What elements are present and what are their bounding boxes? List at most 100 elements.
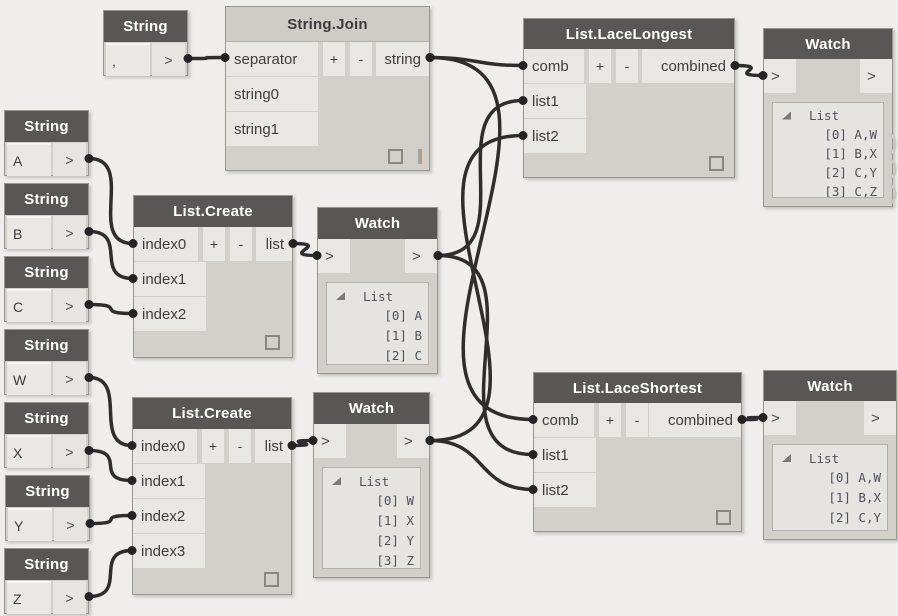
node-title[interactable]: List.LaceShortest [534, 373, 741, 403]
node-title[interactable]: String [6, 476, 89, 507]
output-port[interactable]: > [52, 289, 86, 322]
remove-input-button[interactable]: - [229, 429, 251, 463]
output-port[interactable]: > [53, 508, 87, 541]
input-port[interactable]: > [764, 59, 796, 93]
output-port[interactable]: > [405, 239, 437, 273]
add-input-button[interactable]: + [202, 429, 224, 463]
output-port[interactable]: > [397, 424, 429, 458]
wire[interactable] [436, 98, 525, 258]
input-port-list1[interactable]: list1 [524, 84, 586, 118]
input-port-list2[interactable]: list2 [524, 119, 586, 153]
expander-icon[interactable] [782, 454, 791, 462]
wire[interactable] [87, 156, 135, 246]
wire[interactable] [88, 513, 134, 526]
output-port[interactable]: > [52, 362, 86, 395]
node-title[interactable]: String [104, 11, 187, 42]
node-string-join[interactable]: String.Join separator + - string string0… [225, 6, 430, 171]
input-port-string1[interactable]: string1 [226, 112, 318, 146]
input-port-list2[interactable]: list2 [534, 473, 596, 507]
input-port[interactable]: > [764, 401, 796, 435]
input-port-list1[interactable]: list1 [534, 438, 596, 472]
output-port[interactable]: > [52, 581, 86, 614]
wire[interactable] [428, 55, 535, 422]
node-title[interactable]: Watch [764, 29, 892, 59]
output-port-combined[interactable]: combined [642, 49, 734, 83]
remove-input-button[interactable]: - [616, 49, 638, 83]
output-port[interactable]: > [52, 216, 86, 249]
remove-input-button[interactable]: - [350, 42, 372, 76]
string-value-input[interactable]: Z [7, 581, 51, 614]
input-port-index2[interactable]: index2 [133, 499, 205, 533]
expander-icon[interactable] [336, 292, 345, 300]
node-list-lace-longest[interactable]: List.LaceLongest comb + - combined list1… [523, 18, 735, 178]
string-value-input[interactable]: A [7, 143, 51, 176]
input-port-index0[interactable]: index0 [134, 227, 198, 261]
wire[interactable] [291, 241, 319, 258]
wire[interactable] [87, 448, 134, 483]
input-port-comb[interactable]: comb [534, 403, 594, 437]
node-title[interactable]: String [5, 549, 88, 580]
wire[interactable] [290, 438, 315, 448]
node-watch-lace-shortest[interactable]: Watch > > List [0] A,W [1] B,X [2] C,Y [763, 370, 897, 540]
add-input-button[interactable]: + [599, 403, 621, 437]
string-value-input[interactable]: , [106, 43, 150, 76]
wire[interactable] [87, 302, 135, 316]
output-port[interactable]: > [52, 435, 86, 468]
node-string-c[interactable]: String C > [4, 256, 89, 322]
node-title[interactable]: String [5, 257, 88, 288]
preview-checkbox[interactable] [716, 510, 731, 525]
node-title[interactable]: String [5, 330, 88, 361]
node-title[interactable]: List.LaceLongest [524, 19, 734, 49]
wire[interactable] [87, 548, 134, 599]
string-value-input[interactable]: X [7, 435, 51, 468]
input-port-separator[interactable]: separator [226, 42, 318, 76]
wire[interactable] [733, 63, 765, 78]
wire[interactable] [428, 133, 525, 443]
node-title[interactable]: Watch [764, 371, 896, 401]
node-string-b[interactable]: String B > [4, 183, 89, 249]
output-port[interactable]: > [860, 59, 892, 93]
output-port-list[interactable]: list [255, 429, 291, 463]
wire[interactable] [436, 253, 535, 457]
node-watch-wxyz[interactable]: Watch > > List [0] W [1] X [2] Y [3] Z [313, 392, 430, 578]
string-value-input[interactable]: W [7, 362, 51, 395]
add-input-button[interactable]: + [323, 42, 345, 76]
output-port-list[interactable]: list [256, 227, 292, 261]
node-title[interactable]: Watch [318, 208, 437, 239]
wire[interactable] [87, 229, 135, 281]
wire[interactable] [428, 55, 525, 68]
add-input-button[interactable]: + [203, 227, 225, 261]
node-watch-lace-longest[interactable]: Watch > > List [0] A,W [1] B,X [2] C,Y [… [763, 28, 893, 207]
node-string-w[interactable]: String W > [4, 329, 89, 395]
output-port[interactable]: > [52, 143, 86, 176]
expander-icon[interactable] [782, 111, 791, 120]
input-port[interactable]: > [318, 239, 350, 273]
input-port-index1[interactable]: index1 [133, 464, 205, 498]
string-value-input[interactable]: Y [8, 508, 52, 541]
input-port-comb[interactable]: comb [524, 49, 584, 83]
node-title[interactable]: String [5, 184, 88, 215]
string-value-input[interactable]: C [7, 289, 51, 322]
node-string-x[interactable]: String X > [4, 402, 89, 468]
remove-input-button[interactable]: - [626, 403, 648, 437]
input-port-string0[interactable]: string0 [226, 77, 318, 111]
wire[interactable] [740, 415, 765, 422]
wire[interactable] [87, 375, 134, 448]
node-title[interactable]: List.Create [134, 196, 292, 227]
string-value-input[interactable]: B [7, 216, 51, 249]
preview-checkbox[interactable] [709, 156, 724, 171]
preview-checkbox[interactable] [265, 335, 280, 350]
output-port[interactable]: > [151, 43, 185, 76]
preview-checkbox[interactable] [264, 572, 279, 587]
output-port-string[interactable]: string [376, 42, 429, 76]
node-string-a[interactable]: String A > [4, 110, 89, 176]
node-title[interactable]: String [5, 403, 88, 434]
node-title[interactable]: String.Join [226, 7, 429, 42]
node-title[interactable]: List.Create [133, 398, 291, 429]
node-list-lace-shortest[interactable]: List.LaceShortest comb + - combined list… [533, 372, 742, 532]
node-title[interactable]: String [5, 111, 88, 142]
node-list-create-2[interactable]: List.Create index0 + - list index1 index… [132, 397, 292, 595]
output-port[interactable]: > [864, 401, 896, 435]
node-string-z[interactable]: String Z > [4, 548, 89, 614]
